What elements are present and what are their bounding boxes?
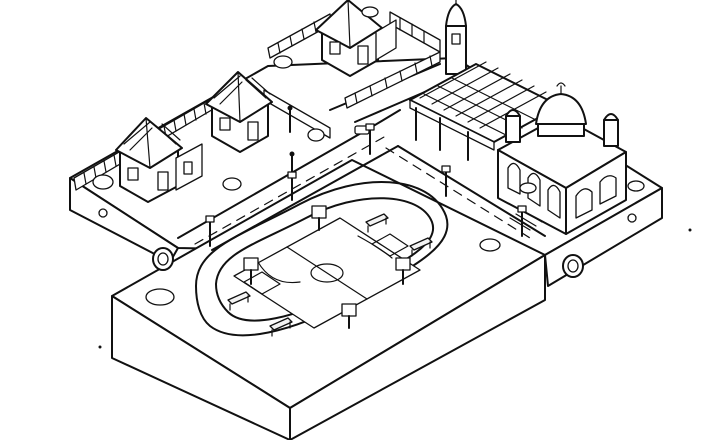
house-block-upper — [267, 0, 441, 109]
house-block-left — [73, 71, 331, 203]
dome — [535, 82, 587, 137]
drain-pipe-right — [562, 254, 584, 278]
hoop-bottom — [341, 303, 357, 329]
hoop-right — [395, 257, 411, 285]
bench — [227, 291, 251, 311]
hoop-left — [243, 257, 259, 285]
bench — [269, 317, 293, 337]
benches — [227, 213, 433, 337]
hoop-top — [311, 205, 327, 231]
mosque — [409, 0, 645, 235]
minaret — [445, 0, 467, 75]
stadium — [195, 181, 449, 337]
drain-pipe-left — [152, 247, 174, 271]
running-track-outer — [195, 181, 449, 337]
street-lamps — [205, 123, 527, 247]
basketball-court — [233, 205, 421, 329]
bench — [365, 213, 389, 233]
tree — [92, 128, 325, 191]
house-c — [315, 0, 397, 77]
bench — [409, 237, 433, 257]
house-b — [205, 71, 273, 153]
house-a — [115, 117, 203, 203]
